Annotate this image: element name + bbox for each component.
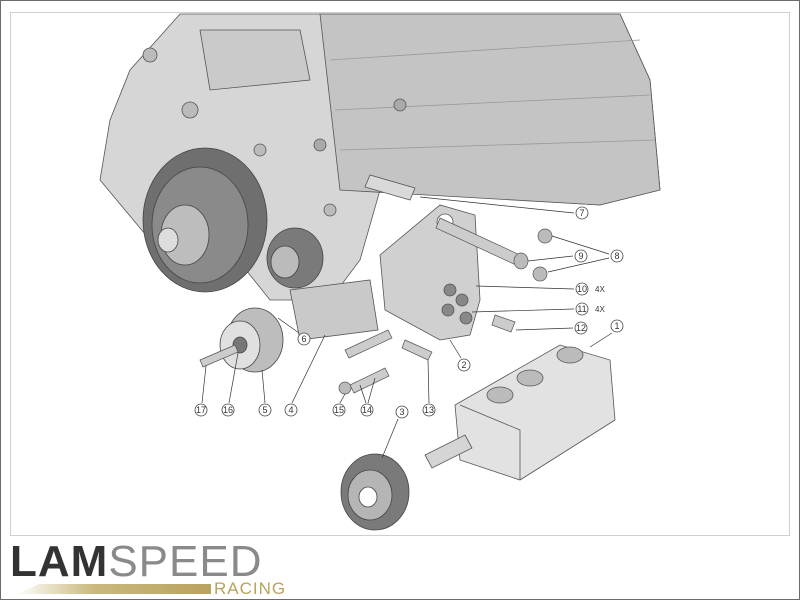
svg-text:11: 11 bbox=[577, 304, 586, 314]
logo-speed: SPEED bbox=[108, 537, 263, 586]
svg-text:8: 8 bbox=[614, 251, 619, 261]
callout-8: 8 bbox=[610, 249, 624, 263]
callout-17: 17 bbox=[194, 403, 208, 417]
svg-text:7: 7 bbox=[579, 208, 584, 218]
svg-text:2: 2 bbox=[461, 360, 466, 370]
lamspeed-racing-logo: LAMSPEED RACING bbox=[6, 540, 306, 598]
callout-9: 9 bbox=[574, 249, 588, 263]
callout-3: 3 bbox=[395, 405, 409, 419]
bolt-part-14 bbox=[344, 329, 393, 359]
idler-pulley bbox=[219, 307, 284, 373]
pump-bracket bbox=[379, 204, 481, 341]
logo-wordmark: LAMSPEED bbox=[10, 540, 262, 584]
svg-text:6: 6 bbox=[301, 334, 306, 344]
logo-racing: RACING bbox=[214, 579, 287, 598]
leader-lines bbox=[201, 196, 613, 459]
spacer-plate bbox=[289, 279, 379, 341]
callout-4: 4 bbox=[284, 403, 298, 417]
svg-text:14: 14 bbox=[362, 405, 372, 415]
svg-text:12: 12 bbox=[576, 323, 586, 333]
exploded-view-diagram: 1 2 3 4 5 6 7 8 9 10 4X 11 4X 12 13 14 1… bbox=[99, 13, 661, 531]
logo-lam: LAM bbox=[10, 537, 109, 586]
idler-gear bbox=[266, 227, 324, 289]
quantity-11: 4X bbox=[595, 305, 605, 314]
callout-2: 2 bbox=[457, 358, 471, 372]
dowel-part-7 bbox=[364, 174, 416, 201]
callout-6: 6 bbox=[297, 332, 311, 346]
svg-text:3: 3 bbox=[399, 407, 404, 417]
callout-7: 7 bbox=[575, 206, 589, 220]
logo-stripe bbox=[16, 584, 211, 594]
svg-text:5: 5 bbox=[262, 405, 267, 415]
bolt-part-13 bbox=[401, 339, 433, 361]
svg-text:9: 9 bbox=[578, 251, 583, 261]
svg-text:17: 17 bbox=[196, 405, 206, 415]
washer-part-15 bbox=[338, 381, 352, 395]
oil-pump bbox=[424, 344, 616, 481]
diagram-frame bbox=[10, 12, 790, 536]
callout-15: 15 bbox=[332, 403, 346, 417]
quantity-10: 4X bbox=[595, 285, 605, 294]
callout-11: 11 bbox=[575, 302, 589, 316]
bolt-part-12 bbox=[491, 314, 516, 333]
nut-part-8 bbox=[537, 228, 553, 244]
svg-text:10: 10 bbox=[577, 284, 587, 294]
callout-5: 5 bbox=[258, 403, 272, 417]
callout-14: 14 bbox=[360, 403, 374, 417]
bolt-part-14b bbox=[349, 367, 390, 394]
svg-text:13: 13 bbox=[424, 405, 434, 415]
crank-pulley bbox=[142, 147, 268, 293]
svg-text:1: 1 bbox=[614, 321, 619, 331]
svg-text:15: 15 bbox=[334, 405, 344, 415]
nut-part-8 bbox=[532, 266, 548, 282]
callout-1: 1 bbox=[610, 319, 624, 333]
svg-text:16: 16 bbox=[223, 405, 233, 415]
callout-12: 12 bbox=[574, 321, 588, 335]
svg-text:4: 4 bbox=[288, 405, 293, 415]
callout-10: 10 bbox=[575, 282, 589, 296]
callout-16: 16 bbox=[221, 403, 235, 417]
pump-drive-gear bbox=[340, 453, 410, 531]
callout-13: 13 bbox=[422, 403, 436, 417]
bolt-part-17 bbox=[199, 344, 239, 368]
